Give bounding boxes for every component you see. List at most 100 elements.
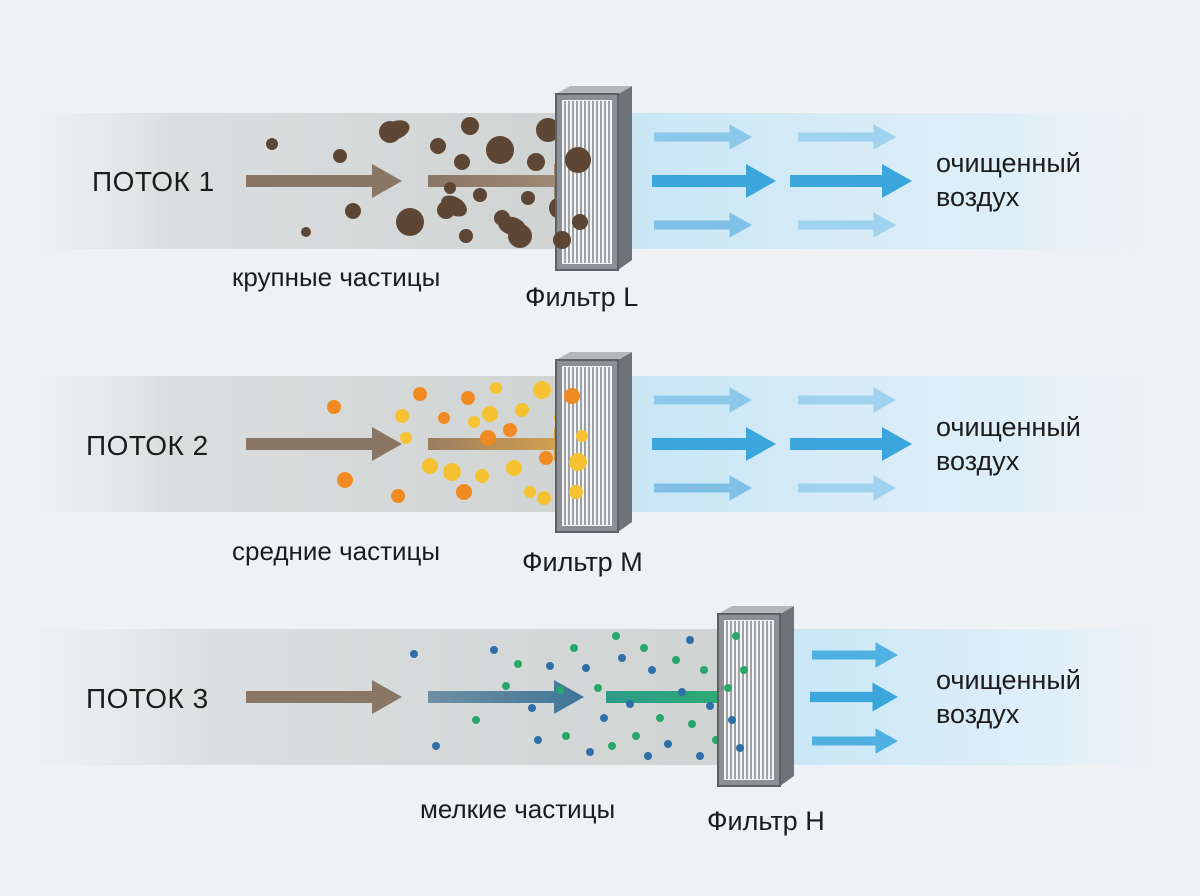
medium-particle xyxy=(482,406,498,422)
medium-particle xyxy=(480,430,496,446)
inflow-arrow xyxy=(428,427,584,461)
medium-particle xyxy=(391,489,405,503)
medium-particle xyxy=(569,453,587,471)
small-particle xyxy=(562,732,570,740)
small-particle xyxy=(740,666,748,674)
small-particle xyxy=(688,720,696,728)
small-particle xyxy=(686,636,694,644)
clean-air-arrow xyxy=(652,164,776,198)
medium-particle xyxy=(327,400,341,414)
inflow-arrow xyxy=(428,164,584,198)
large-particle xyxy=(521,191,535,205)
small-particle xyxy=(644,752,652,760)
medium-particle xyxy=(506,460,522,476)
small-particle xyxy=(656,714,664,722)
clean-air-arrow xyxy=(790,427,912,461)
small-particle xyxy=(608,742,616,750)
large-particle xyxy=(345,203,361,219)
clean-air-arrow xyxy=(652,427,776,461)
flow-label-1: ПОТОК 1 xyxy=(92,166,215,197)
large-particle xyxy=(461,117,479,135)
small-particle xyxy=(586,748,594,756)
clean-air-arrow xyxy=(798,475,896,501)
medium-particle xyxy=(422,458,438,474)
flow-label-3: ПОТОК 3 xyxy=(86,683,209,714)
large-particle xyxy=(301,227,311,237)
medium-particle xyxy=(443,463,461,481)
medium-particle xyxy=(461,391,475,405)
small-particle xyxy=(432,742,440,750)
large-particle xyxy=(553,231,571,249)
medium-particle xyxy=(490,382,502,394)
small-particle xyxy=(632,732,640,740)
filter-label-2: Фильтр M xyxy=(522,547,643,577)
medium-particle xyxy=(537,491,551,505)
medium-particle xyxy=(456,484,472,500)
medium-particle xyxy=(395,409,409,423)
small-particle xyxy=(546,662,554,670)
small-particle xyxy=(640,644,648,652)
small-particle xyxy=(678,688,686,696)
small-particle xyxy=(502,682,510,690)
medium-particle xyxy=(539,451,553,465)
small-particle xyxy=(664,740,672,748)
medium-particle xyxy=(337,472,353,488)
small-particle xyxy=(696,752,704,760)
large-particle xyxy=(444,182,456,194)
small-particle xyxy=(528,704,536,712)
large-particle xyxy=(430,138,446,154)
filter-label-1: Фильтр L xyxy=(525,282,639,312)
filter-top xyxy=(718,606,794,614)
clean-air-arrow xyxy=(812,728,898,754)
small-particle xyxy=(706,702,714,710)
medium-particle xyxy=(475,469,489,483)
clean-air-arrow xyxy=(810,682,898,712)
small-particle xyxy=(490,646,498,654)
small-particle xyxy=(570,644,578,652)
output-label-3: очищенный воздух xyxy=(936,665,1081,729)
clean-air-arrow xyxy=(654,475,752,501)
particle-label-3: мелкие частицы xyxy=(420,794,616,824)
small-particle xyxy=(534,736,542,744)
small-particle xyxy=(594,684,602,692)
clean-air-arrow xyxy=(790,164,912,198)
output-label-2: очищенный воздух xyxy=(936,412,1081,476)
filter-h xyxy=(717,606,794,787)
clean-air-arrow xyxy=(812,642,898,668)
large-particle xyxy=(459,229,473,243)
small-particle xyxy=(556,686,564,694)
medium-particle xyxy=(564,388,580,404)
large-particle xyxy=(454,154,470,170)
large-particle xyxy=(382,120,410,140)
filter-top xyxy=(556,352,632,360)
small-particle xyxy=(728,716,736,724)
small-particle xyxy=(700,666,708,674)
large-particle xyxy=(536,118,560,142)
medium-particle xyxy=(533,381,551,399)
small-particle xyxy=(724,684,732,692)
filter-side xyxy=(618,86,632,270)
small-particle xyxy=(600,714,608,722)
particle-label-1: крупные частицы xyxy=(232,262,441,292)
filter-label-3: Фильтр H xyxy=(707,806,825,836)
clean-air-arrow xyxy=(654,212,752,238)
small-particle xyxy=(472,716,480,724)
inflow-arrow xyxy=(606,680,756,714)
medium-particle xyxy=(569,485,583,499)
clean-air-arrow xyxy=(654,124,752,150)
small-particle xyxy=(648,666,656,674)
clean-air-arrow xyxy=(798,387,896,413)
inflow-arrow xyxy=(428,680,584,714)
large-particle xyxy=(396,208,424,236)
medium-particle xyxy=(515,403,529,417)
large-particle xyxy=(572,214,588,230)
large-particle xyxy=(486,136,514,164)
filter-side xyxy=(780,606,794,786)
small-particle xyxy=(736,744,744,752)
medium-particle xyxy=(438,412,450,424)
small-particle xyxy=(732,632,740,640)
clean-air-arrow xyxy=(798,212,896,238)
small-particle xyxy=(612,632,620,640)
clean-air-arrow xyxy=(798,124,896,150)
